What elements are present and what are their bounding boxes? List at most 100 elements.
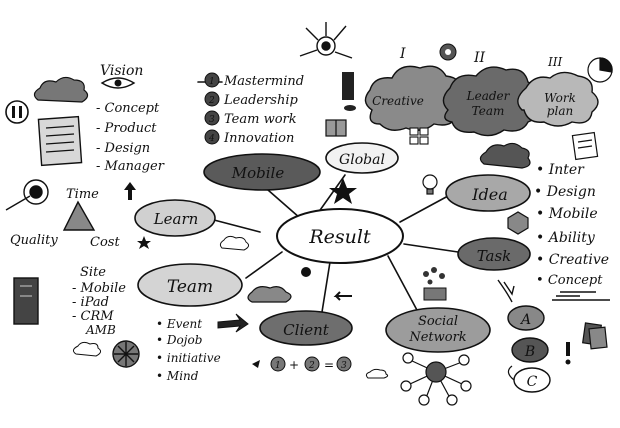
vision-item-1: - Concept (96, 101, 160, 116)
balloons-icon (423, 267, 447, 301)
event-list: • Event • Dojob • initiative • Mind (156, 317, 221, 383)
idea-item-2: • Design (534, 184, 596, 200)
cloud-label-creative: Creative (372, 94, 424, 108)
site-item-3: - iPad (72, 295, 109, 310)
target-icon (5, 179, 49, 211)
cloud-numeral-3: III (547, 55, 562, 69)
right-arrow-icon (217, 313, 249, 333)
svg-text:1: 1 (209, 77, 215, 87)
up-arrow-icon (124, 182, 136, 200)
node-learn-label: Learn (153, 210, 199, 228)
mastermind-item-1: Mastermind (223, 74, 304, 89)
gift-box-icon (325, 119, 347, 137)
cloud-numeral-2: II (473, 50, 486, 66)
bar-chart-icon (552, 291, 610, 301)
idea-item-6: • Concept (536, 273, 603, 288)
cube-icon (507, 211, 529, 235)
site-item-2: - Mobile (72, 281, 126, 296)
pause-icon (5, 100, 29, 124)
node-global-label: Global (339, 152, 385, 168)
node-idea-label: Idea (471, 185, 508, 204)
event-item-2: • Dojob (156, 333, 202, 347)
site-item-5: AMB (85, 323, 116, 337)
dot-icon (301, 267, 311, 277)
mastermind-list: 1 Mastermind 2 Leadership 3 Team work 4 … (204, 72, 304, 146)
mastermind-item-4: Innovation (223, 131, 294, 146)
vision-title: Vision (100, 63, 143, 79)
cloud-label-leader: Leader (466, 89, 511, 103)
svg-text:=: = (324, 358, 334, 372)
coin-stack-icon (342, 72, 356, 111)
node-learn: Learn (134, 199, 216, 237)
node-mobile-label: Mobile (231, 164, 285, 182)
svg-text:+: + (289, 358, 299, 372)
abc-c: C (527, 374, 538, 390)
triangle-quality: Quality (10, 233, 58, 248)
grid-icon (409, 127, 429, 145)
abc-b: B (524, 344, 535, 360)
small-cloud-right-icon (479, 142, 531, 169)
idea-item-3: • Mobile (536, 206, 598, 222)
network-graph-icon (400, 352, 472, 406)
pie-chart-icon (587, 57, 613, 83)
node-social-network: Social Network (385, 307, 491, 353)
node-mobile: Mobile (203, 153, 321, 191)
vision-block: Vision - Concept - Product - Design - Ma… (96, 63, 165, 174)
formula: 1 + 2 = 3 (252, 356, 352, 372)
svg-text:2: 2 (308, 361, 315, 371)
small-cloud-icon (33, 76, 89, 103)
node-global: Global (325, 142, 399, 174)
cloud-label-team: Team (472, 104, 505, 118)
node-team: Team (137, 263, 243, 307)
cloud-label-plan: plan (547, 104, 573, 118)
coin-icon (439, 43, 457, 61)
node-task-label: Task (477, 247, 512, 265)
small-star-icon (137, 236, 151, 249)
vision-item-4: - Manager (96, 159, 165, 174)
site-list: Site - Mobile - iPad - CRM AMB (72, 265, 126, 337)
vision-item-2: - Product (96, 121, 157, 136)
site-item-4: - CRM (72, 309, 114, 324)
triangle-diagram: Time Quality Cost (10, 187, 120, 250)
checklist-icon (37, 115, 83, 167)
cloud-numeral-1: I (399, 46, 406, 62)
triangle-cost: Cost (90, 235, 120, 250)
svg-text:3: 3 (209, 115, 215, 125)
document-icon (571, 131, 599, 161)
center-label: Result (308, 226, 371, 248)
cloud-label-work: Work (544, 91, 576, 105)
idea-item-4: • Ability (536, 230, 596, 246)
target-bug-icon (299, 22, 353, 59)
abc-flow: A B C (497, 279, 551, 393)
cards-icon (582, 322, 608, 350)
node-network-label: Network (408, 330, 466, 345)
svg-text:1: 1 (275, 361, 281, 371)
pointer-arrow-icon (252, 360, 260, 368)
node-client-label: Client (283, 321, 330, 339)
triangle-time: Time (66, 187, 99, 202)
idea-item-1: • Inter (536, 162, 585, 178)
cloud-group (364, 65, 599, 137)
mastermind-item-2: Leadership (223, 93, 299, 108)
cloud-bottom-center-icon (365, 368, 389, 379)
event-item-1: • Event (156, 317, 202, 331)
exclamation-icon (565, 342, 571, 365)
abc-a: A (519, 312, 531, 328)
center-node: Result (276, 208, 404, 264)
cloud-bottom-left-icon (72, 341, 102, 357)
svg-text:3: 3 (341, 361, 347, 371)
star-icon (329, 178, 357, 204)
node-task: Task (457, 237, 531, 271)
svg-text:2: 2 (208, 96, 215, 106)
tablet-icon (13, 277, 39, 325)
idea-item-5: • Creative (536, 252, 609, 268)
node-social-label: Social (418, 314, 458, 329)
node-client: Client (259, 310, 353, 346)
idea-list: • Inter • Design • Mobile • Ability • Cr… (534, 162, 609, 288)
connector-lines (197, 81, 459, 313)
svg-text:4: 4 (208, 134, 215, 144)
left-arrow-icon (333, 291, 352, 301)
cloud-work-plan (517, 71, 599, 127)
cloud-under-team-icon (247, 286, 292, 303)
